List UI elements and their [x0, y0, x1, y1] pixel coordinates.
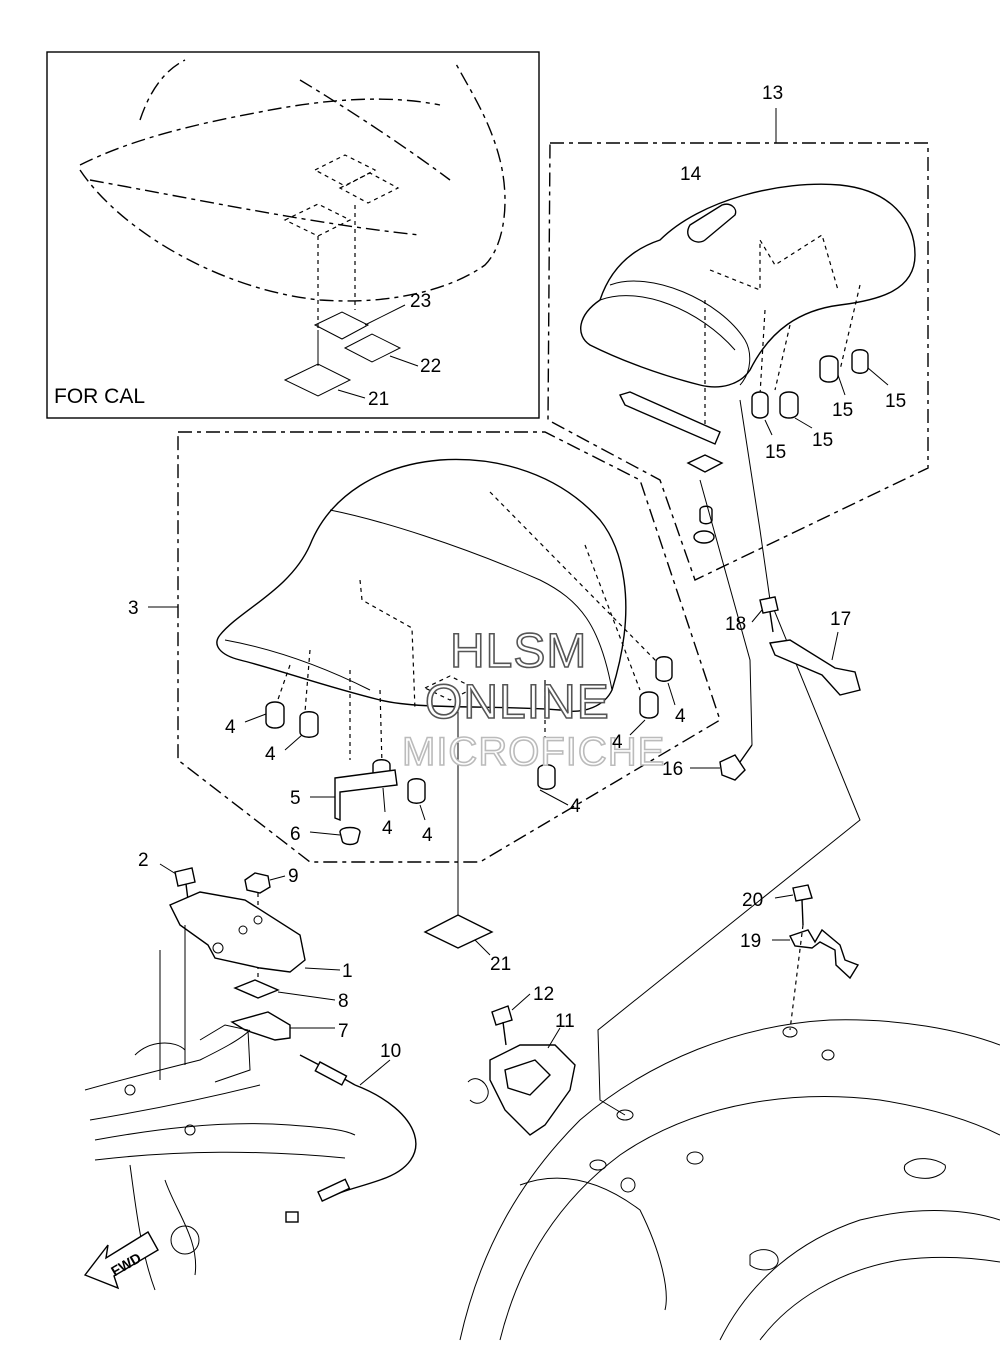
- inset-label: FOR CAL: [54, 385, 145, 408]
- callout-15: 15: [885, 391, 906, 412]
- callout-15: 15: [812, 430, 833, 451]
- fwd-arrow: [83, 1231, 159, 1290]
- guide-line: [699, 479, 753, 746]
- callout-10: 10: [380, 1041, 401, 1062]
- callout-14: 14: [680, 164, 702, 185]
- watermark-line3: MICROFICHE: [402, 730, 665, 774]
- decal-21: [423, 914, 494, 949]
- callout-23: 23: [410, 291, 431, 312]
- callout-5: 5: [290, 788, 301, 809]
- callout-4: 4: [265, 744, 276, 765]
- hardware-right: [690, 596, 861, 1031]
- callout-15: 15: [832, 400, 853, 421]
- inset-for-cal: [46, 51, 540, 419]
- callout-13: 13: [762, 83, 783, 104]
- callout-9: 9: [288, 866, 299, 887]
- callout-18: 18: [725, 614, 746, 635]
- callout-8: 8: [338, 991, 349, 1012]
- callout-4: 4: [382, 818, 393, 839]
- callout-1: 1: [342, 961, 353, 982]
- seat-lock-latch: [467, 993, 576, 1136]
- callout-4: 4: [612, 732, 623, 753]
- guide-line: [597, 399, 861, 1116]
- callout-21: 21: [490, 954, 511, 975]
- callout-12: 12: [533, 984, 554, 1005]
- callout-22: 22: [420, 356, 441, 377]
- callout-11: 11: [555, 1011, 575, 1032]
- watermark-line1: HLSM: [450, 625, 587, 678]
- callout-16: 16: [662, 759, 683, 780]
- callout-3: 3: [128, 598, 139, 619]
- hardware-left: [84, 863, 417, 1291]
- callout-4: 4: [675, 706, 686, 727]
- callout-19: 19: [740, 931, 761, 952]
- callout-15: 15: [765, 442, 786, 463]
- callout-17: 17: [830, 609, 851, 630]
- callout-7: 7: [338, 1021, 349, 1042]
- rear-seat-assembly-box: [547, 108, 929, 581]
- callout-6: 6: [290, 824, 301, 845]
- front-seat-assembly-box: [148, 431, 721, 915]
- rear-fender: [459, 1019, 1000, 1341]
- callout-4: 4: [570, 796, 581, 817]
- callout-4: 4: [225, 717, 236, 738]
- callout-2: 2: [138, 850, 149, 871]
- watermark-line2: ONLINE: [425, 676, 610, 729]
- callout-20: 20: [742, 890, 763, 911]
- callout-4: 4: [422, 825, 433, 846]
- callout-21: 21: [368, 389, 389, 410]
